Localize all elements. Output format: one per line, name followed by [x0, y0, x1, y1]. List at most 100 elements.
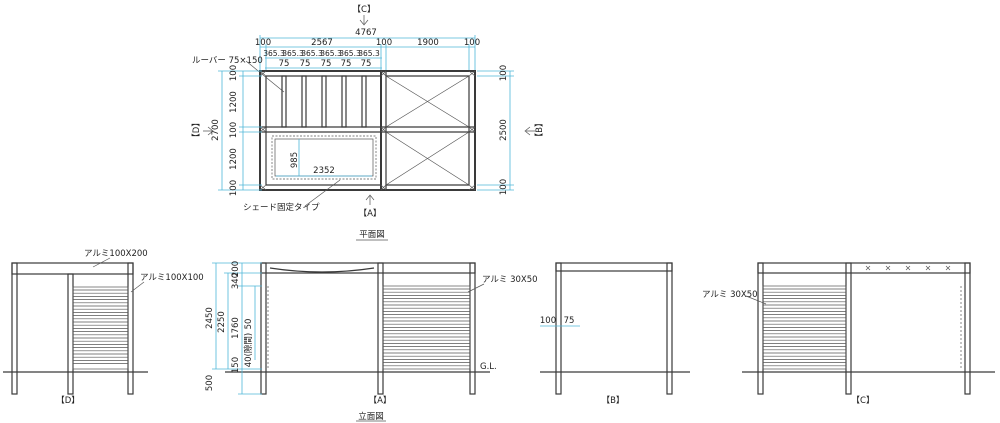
elevation-a-slats	[383, 288, 470, 367]
label-slat: アルミ 30X50	[482, 275, 538, 285]
dim-label: 150	[231, 357, 241, 373]
leader-louver	[245, 60, 285, 93]
louver-width-label: 75	[341, 59, 352, 69]
louver-pitch-label: 365.3	[282, 49, 304, 58]
dim-inner-depth: 985	[290, 152, 300, 168]
plan-view-a-tag: 【A】	[359, 209, 382, 219]
elevation-d-post-right	[127, 262, 134, 395]
elevation-c-post-mid	[845, 262, 852, 395]
dim-right-post: 100	[464, 38, 480, 48]
elevation-a-post-left	[260, 262, 267, 395]
leader-slat	[467, 283, 485, 293]
elevation-d-tag: 【D】	[56, 396, 80, 406]
label-louver: ルーバー 75×150	[192, 56, 263, 66]
plan-outer-frame	[259, 70, 476, 191]
plan-caption: 平面図	[359, 230, 385, 240]
label-post: アルミ100X100	[140, 273, 204, 283]
dim-seg-label: 1200	[229, 148, 239, 170]
elevation-d-louver-panel	[72, 286, 129, 370]
dim-ticks-right	[477, 70, 514, 191]
dim-label: 200	[231, 261, 241, 277]
plan-cross-brace	[385, 75, 470, 186]
dim-label: 500	[205, 375, 215, 391]
label-shade: シェード固定タイプ	[243, 202, 320, 213]
label-gl: G.L.	[480, 362, 497, 372]
louver-width-label: 75	[300, 59, 311, 69]
louver-pitch-label: 365.3	[358, 49, 380, 58]
elevation-d-post-mid	[67, 273, 74, 395]
elevation-d-beam	[11, 262, 134, 275]
elevation-c-post-right	[964, 262, 971, 395]
dim-overall-width: 4767	[355, 28, 377, 38]
leader-beam	[92, 257, 111, 268]
elevation-d: アルミ100X200 アルミ100X100 【D】	[3, 249, 204, 406]
louver-pitch-label: 365.3	[301, 49, 323, 58]
dim-overall-depth: 2700	[211, 119, 221, 141]
dim-left-span: 2567	[311, 38, 333, 48]
dim-inner-width: 2352	[313, 166, 335, 176]
elevation-c: アルミ 30X50 【C】	[702, 262, 995, 406]
louver-width-label: 75	[279, 59, 290, 69]
arrow-right-icon	[203, 126, 214, 136]
dim-seg-label: 100	[229, 65, 239, 81]
dim-label: 100	[540, 316, 556, 326]
dim-mid-post: 100	[376, 38, 392, 48]
elevation-c-slats	[763, 288, 846, 367]
dim-seg-label: 100	[229, 122, 239, 138]
elevation-caption: 立面図	[358, 411, 384, 422]
louver-pitch-label: 365.3	[263, 49, 285, 58]
dim-seg-label: 1200	[229, 91, 239, 113]
elevation-c-tag: 【C】	[852, 396, 875, 406]
arrow-down-icon	[359, 15, 369, 26]
elevation-d-slats	[73, 289, 128, 364]
louver-pitch-label: 365.3	[339, 49, 361, 58]
louver-width-label: 75	[321, 59, 332, 69]
elevation-b: 100 75 【B】	[540, 262, 690, 406]
plan-view-b-tag: 【B】	[535, 119, 545, 142]
dim-label: 340	[231, 273, 241, 289]
dim-label: 75	[564, 316, 575, 326]
elevation-b-tag: 【B】	[602, 396, 625, 406]
label-beam: アルミ100X200	[84, 249, 148, 259]
dim-seg-label: 100	[499, 65, 509, 81]
elevation-a-beam	[260, 262, 476, 274]
elevation-a-shade-curve	[269, 267, 375, 273]
leader-slat-c	[745, 295, 767, 305]
dim-label: 40(隙間)	[243, 333, 254, 367]
louver-pitch-label: 365.3	[320, 49, 342, 58]
elevation-b-beam	[555, 262, 673, 272]
dim-label: 2250	[217, 311, 227, 333]
plan-view-c-tag: 【C】	[353, 5, 376, 15]
elevation-a-tag: 【A】	[369, 396, 392, 406]
dim-label: 1760	[231, 317, 241, 339]
dim-ticks-top	[259, 35, 476, 72]
elevation-b-post-right	[666, 262, 673, 395]
dim-label: 2450	[205, 307, 215, 329]
elevation-a-post-mid	[377, 262, 384, 395]
elevation-d-post-left	[11, 262, 18, 395]
leader-shade	[304, 179, 341, 207]
elevation-c-louver-ends	[865, 265, 951, 271]
elevation-c-beam	[757, 262, 971, 274]
arrow-left-icon	[524, 126, 535, 136]
dim-right-span: 1900	[417, 38, 439, 48]
dim-ticks-left	[218, 70, 262, 191]
elevation-a-dim-lines	[212, 262, 262, 395]
plan-louvers	[281, 75, 367, 128]
elevation-a-post-right	[469, 262, 476, 395]
louver-width-label: 75	[361, 59, 372, 69]
dim-label: 50	[244, 319, 254, 330]
elevation-b-post-left	[555, 262, 562, 395]
leader-post	[130, 281, 145, 293]
plan-view-d-tag: 【D】	[192, 118, 202, 142]
arrow-up-icon	[365, 194, 375, 205]
dim-overall-depth-right: 2500	[499, 119, 509, 141]
label-slat-c: アルミ 30X50	[702, 290, 758, 300]
dim-left-post: 100	[255, 38, 271, 48]
plan-view: 【C】 4767 100 2567 100 1900 100 365.3 365…	[192, 5, 545, 241]
louver-pitch-labels: 365.3 365.3 365.3 365.3 365.3 365.3	[263, 49, 380, 58]
elevation-a: アルミ 30X50 G.L. 2450 2250 200 340 1760 50…	[205, 261, 538, 422]
elevation-c-post-left	[757, 262, 764, 395]
dim-seg-label: 100	[499, 179, 509, 195]
